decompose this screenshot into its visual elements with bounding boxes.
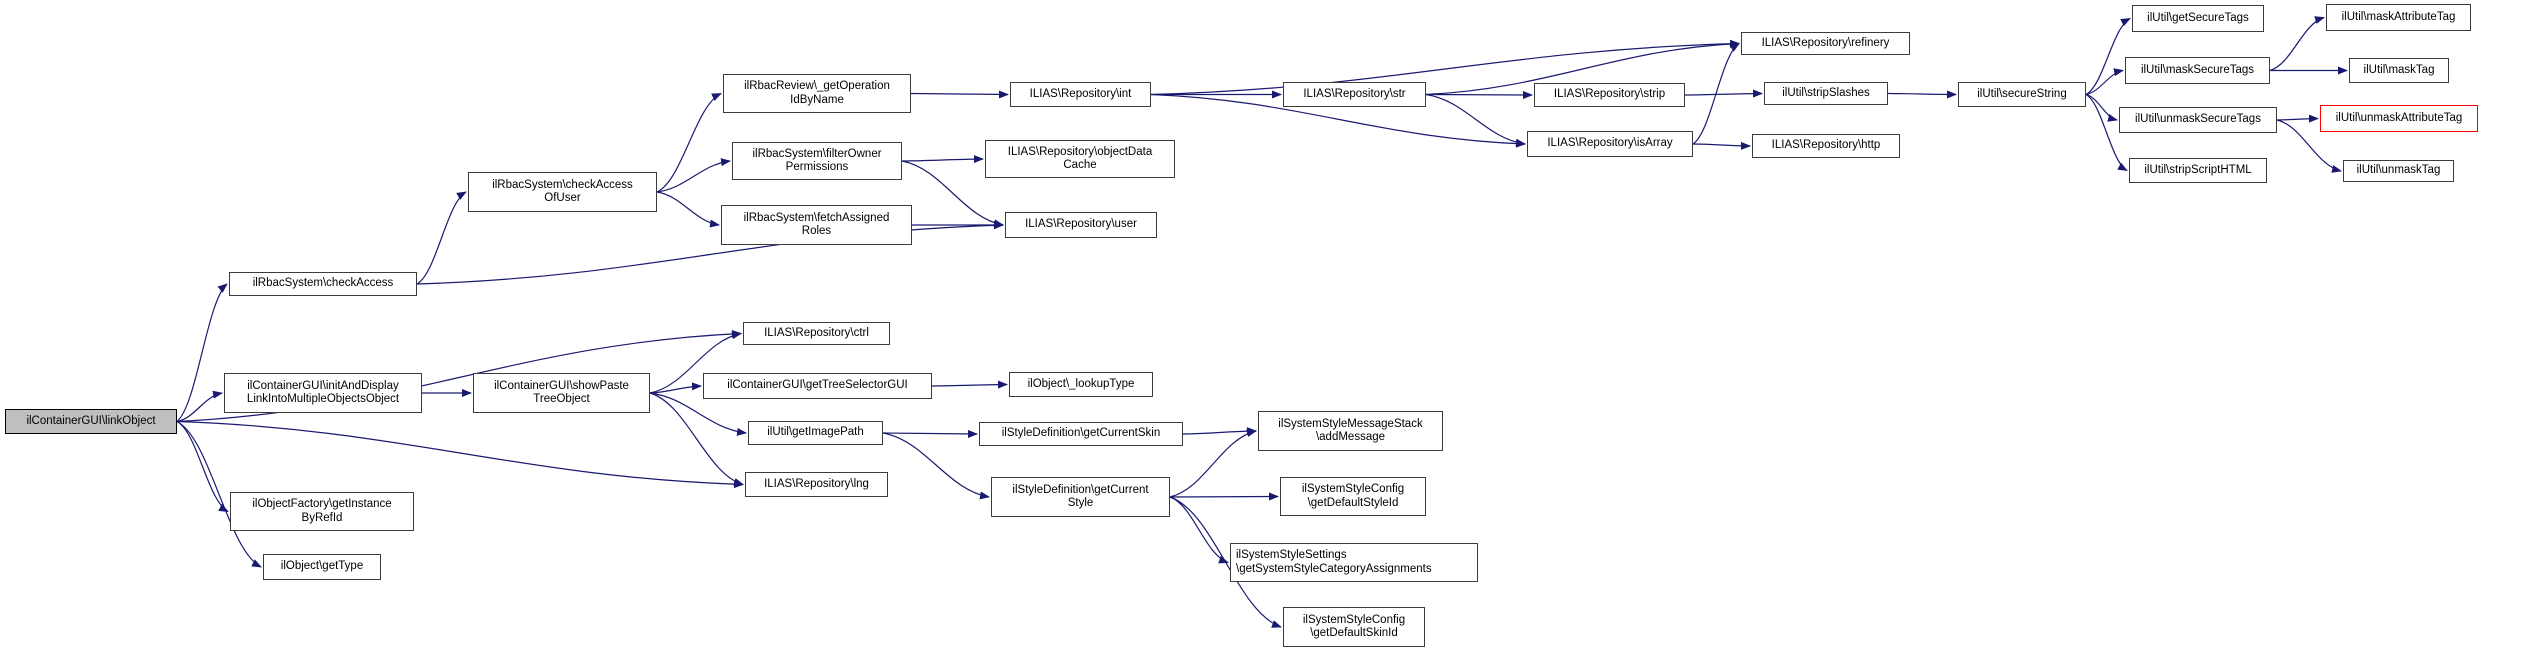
graph-node-getSystemStyleCategoryAssignments[interactable]: ilSystemStyleSettings \getSystemStyleCat… [1230,543,1478,582]
graph-node-str[interactable]: ILIAS\Repository\str [1283,82,1426,107]
graph-node-int[interactable]: ILIAS\Repository\int [1010,82,1151,107]
graph-node-stripScriptHTML[interactable]: ilUtil\stripScriptHTML [2129,158,2267,183]
graph-node-maskSecureTags[interactable]: ilUtil\maskSecureTags [2125,57,2270,84]
edge-str-to-strip [1425,90,1533,99]
graph-node-linkObject[interactable]: ilContainerGUI\linkObject [5,409,177,434]
graph-node-unmaskTag[interactable]: ilUtil\unmaskTag [2343,160,2454,182]
edge-isArray-to-refinery [1692,42,1740,145]
graph-node-objectDataCache[interactable]: ILIAS\Repository\objectData Cache [985,140,1175,178]
edge-strip-to-stripSlashes [1684,89,1763,98]
edge-checkAccessOfUser-to-fetchAssignedRoles [656,191,720,228]
edge-checkAccess-to-checkAccessOfUser [416,191,467,285]
graph-node-isArray[interactable]: ILIAS\Repository\isArray [1527,131,1693,157]
graph-node-getTreeSelectorGUI[interactable]: ilContainerGUI\getTreeSelectorGUI [703,373,932,399]
edge-filterOwnerPermissions-to-objectDataCache [901,155,984,164]
edge-secureString-to-unmaskSecureTags [2085,93,2118,122]
edge-getCurrentStyle-to-getSystemStyleCategoryAssignments [1169,496,1229,564]
edge-getImagePath-to-getCurrentSkin [882,429,978,438]
graph-node-getCurrentSkin[interactable]: ilStyleDefinition\getCurrentSkin [979,422,1183,446]
graph-node-maskAttributeTag[interactable]: ilUtil\maskAttributeTag [2326,4,2471,31]
graph-node-getDefaultStyleId[interactable]: ilSystemStyleConfig \getDefaultStyleId [1280,477,1426,516]
edge-getCurrentSkin-to-addMessage [1182,427,1257,436]
edge-checkAccess-to-user [416,221,1004,285]
graph-node-initAndDisplay[interactable]: ilContainerGUI\initAndDisplay LinkIntoMu… [224,373,422,413]
graph-node-lookupType[interactable]: ilObject\_lookupType [1009,372,1153,397]
graph-node-showPasteTree[interactable]: ilContainerGUI\showPaste TreeObject [473,373,650,413]
graph-node-getSecureTags[interactable]: ilUtil\getSecureTags [2132,5,2264,32]
graph-node-http[interactable]: ILIAS\Repository\http [1752,134,1900,158]
graph-node-lng[interactable]: ILIAS\Repository\lng [745,472,888,497]
graph-node-getCurrentStyle[interactable]: ilStyleDefinition\getCurrent Style [991,477,1170,517]
graph-node-addMessage[interactable]: ilSystemStyleMessageStack \addMessage [1258,411,1443,451]
edge-stripSlashes-to-secureString [1887,90,1957,99]
edge-showPasteTree-to-getTreeSelectorGUI [649,382,702,394]
graph-node-checkAccess[interactable]: ilRbacSystem\checkAccess [229,272,417,296]
graph-node-user[interactable]: ILIAS\Repository\user [1005,212,1157,238]
graph-node-unmaskSecureTags[interactable]: ilUtil\unmaskSecureTags [2119,107,2277,133]
edge-getOperationIdByName-to-int [910,90,1009,99]
graph-node-getOperationIdByName[interactable]: ilRbacReview\_getOperation IdByName [723,74,911,113]
edge-showPasteTree-to-getImagePath [649,392,747,436]
graph-node-maskTag[interactable]: ilUtil\maskTag [2349,58,2449,83]
edge-str-to-isArray [1425,93,1526,147]
graph-node-getType[interactable]: ilObject\getType [263,554,381,580]
graph-node-secureString[interactable]: ilUtil\secureString [1958,82,2086,107]
edge-linkObject-to-checkAccess [176,283,228,422]
edge-getTreeSelectorGUI-to-lookupType [931,380,1008,389]
edge-getCurrentStyle-to-getDefaultStyleId [1169,492,1279,501]
graph-node-getImagePath[interactable]: ilUtil\getImagePath [748,421,883,445]
edge-linkObject-to-getInstanceByRefId [176,420,229,513]
edge-unmaskSecureTags-to-unmaskAttributeTag [2276,114,2319,123]
edge-isArray-to-http [1692,141,1751,150]
graph-node-getInstanceByRefId[interactable]: ilObjectFactory\getInstance ByRefId [230,492,414,531]
graph-node-stripSlashes[interactable]: ilUtil\stripSlashes [1764,82,1888,105]
edge-secureString-to-maskSecureTags [2085,68,2124,96]
graph-node-refinery[interactable]: ILIAS\Repository\refinery [1741,32,1910,55]
graph-node-fetchAssignedRoles[interactable]: ilRbacSystem\fetchAssigned Roles [721,205,912,245]
graph-node-filterOwnerPermissions[interactable]: ilRbacSystem\filterOwner Permissions [732,142,902,180]
edge-checkAccessOfUser-to-getOperationIdByName [656,92,722,193]
edge-maskSecureTags-to-maskAttributeTag [2269,16,2325,72]
graph-node-getDefaultSkinId[interactable]: ilSystemStyleConfig \getDefaultSkinId [1283,607,1425,647]
edge-showPasteTree-to-lng [649,392,744,486]
edge-secureString-to-getSecureTags [2085,17,2131,96]
graph-node-ctrl[interactable]: ILIAS\Repository\ctrl [743,322,890,345]
graph-node-unmaskAttributeTag[interactable]: ilUtil\unmaskAttributeTag [2320,105,2478,132]
edge-linkObject-to-initAndDisplay [176,390,223,423]
graph-node-checkAccessOfUser[interactable]: ilRbacSystem\checkAccess OfUser [468,172,657,212]
edge-linkObject-to-lng [176,420,744,489]
edge-checkAccessOfUser-to-filterOwnerPermissions [656,158,731,193]
edge-getImagePath-to-getCurrentStyle [882,432,990,500]
graph-node-strip[interactable]: ILIAS\Repository\strip [1534,83,1685,107]
